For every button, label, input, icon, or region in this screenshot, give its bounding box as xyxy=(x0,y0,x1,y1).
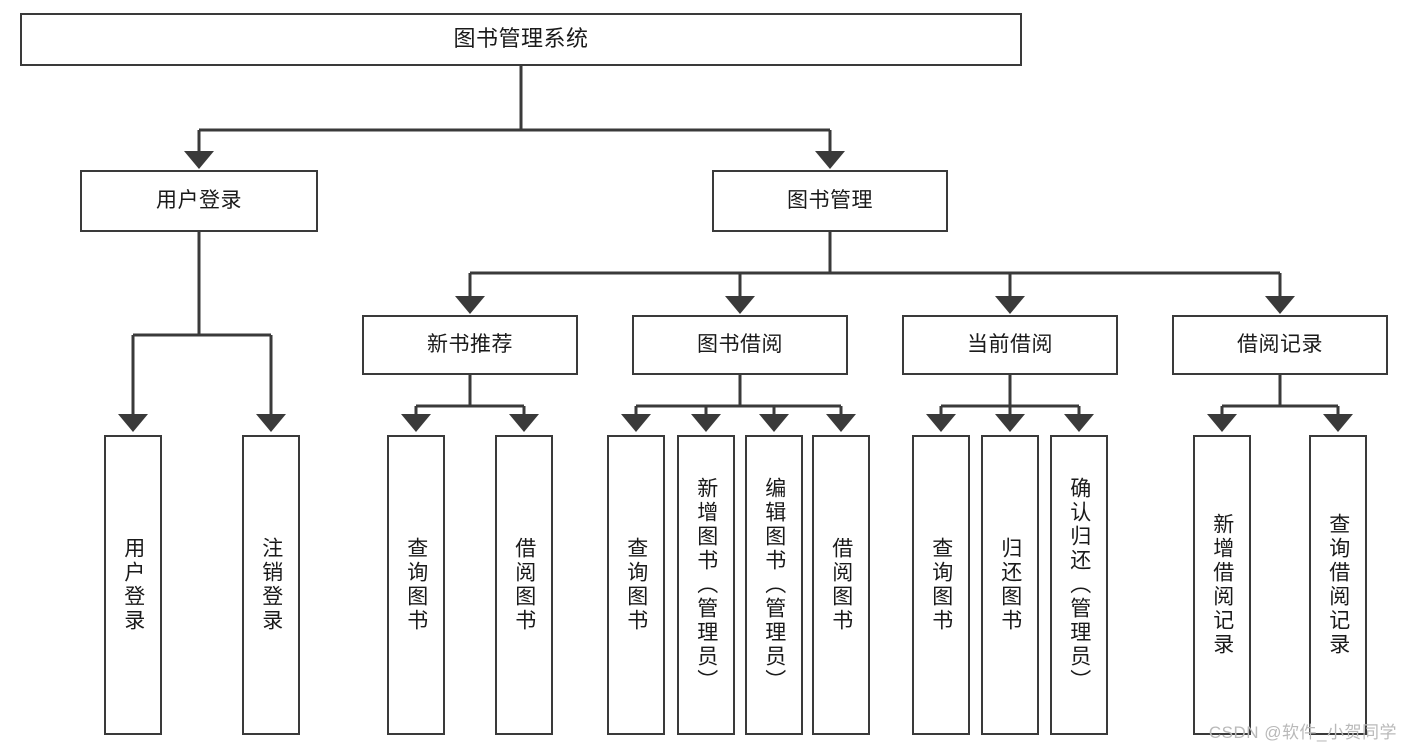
node-label: 编辑图书（管理员） xyxy=(762,477,786,693)
node-label: 借阅记录 xyxy=(1237,333,1323,357)
node-label: 查询借阅记录 xyxy=(1326,513,1350,657)
leaf-current-borrow-confirm-return-admin[interactable]: 确认归还（管理员） xyxy=(1050,435,1108,735)
node-label: 查询图书 xyxy=(404,537,428,633)
node-label: 查询图书 xyxy=(624,537,648,633)
node-label: 用户登录 xyxy=(121,537,145,633)
node-label: 归还图书 xyxy=(998,537,1022,633)
node-label: 用户登录 xyxy=(156,189,242,213)
node-label: 借阅图书 xyxy=(829,537,853,633)
leaf-new-books-query-book[interactable]: 查询图书 xyxy=(387,435,445,735)
leaf-book-borrow-add-book-admin[interactable]: 新增图书（管理员） xyxy=(677,435,735,735)
leaf-book-borrow-edit-book-admin[interactable]: 编辑图书（管理员） xyxy=(745,435,803,735)
leaf-book-borrow-query-book[interactable]: 查询图书 xyxy=(607,435,665,735)
node-label: 新增图书（管理员） xyxy=(694,477,718,693)
leaf-borrow-records-add-record[interactable]: 新增借阅记录 xyxy=(1193,435,1251,735)
node-current-borrow[interactable]: 当前借阅 xyxy=(902,315,1118,375)
node-label: 当前借阅 xyxy=(967,333,1053,357)
node-new-book-recommend[interactable]: 新书推荐 xyxy=(362,315,578,375)
csdn-watermark: CSDN @软件_小贺同学 xyxy=(1208,723,1397,742)
node-label: 图书管理 xyxy=(787,189,873,213)
leaf-book-borrow-borrow-book[interactable]: 借阅图书 xyxy=(812,435,870,735)
leaf-current-borrow-query-book[interactable]: 查询图书 xyxy=(912,435,970,735)
node-user-login[interactable]: 用户登录 xyxy=(80,170,318,232)
node-label: 借阅图书 xyxy=(512,537,536,633)
node-book-management[interactable]: 图书管理 xyxy=(712,170,948,232)
node-book-borrow[interactable]: 图书借阅 xyxy=(632,315,848,375)
leaf-borrow-records-query-record[interactable]: 查询借阅记录 xyxy=(1309,435,1367,735)
node-borrow-records[interactable]: 借阅记录 xyxy=(1172,315,1388,375)
node-label: 图书管理系统 xyxy=(453,26,589,52)
node-label: 新增借阅记录 xyxy=(1210,513,1234,657)
node-label: 新书推荐 xyxy=(427,333,513,357)
node-label: 确认归还（管理员） xyxy=(1067,477,1091,693)
leaf-current-borrow-return-book[interactable]: 归还图书 xyxy=(981,435,1039,735)
node-label: 图书借阅 xyxy=(697,333,783,357)
node-label: 查询图书 xyxy=(929,537,953,633)
node-root-book-management-system[interactable]: 图书管理系统 xyxy=(20,13,1022,66)
leaf-user-login-login[interactable]: 用户登录 xyxy=(104,435,162,735)
leaf-new-books-borrow-book[interactable]: 借阅图书 xyxy=(495,435,553,735)
leaf-user-login-logout[interactable]: 注销登录 xyxy=(242,435,300,735)
node-label: 注销登录 xyxy=(259,537,283,633)
